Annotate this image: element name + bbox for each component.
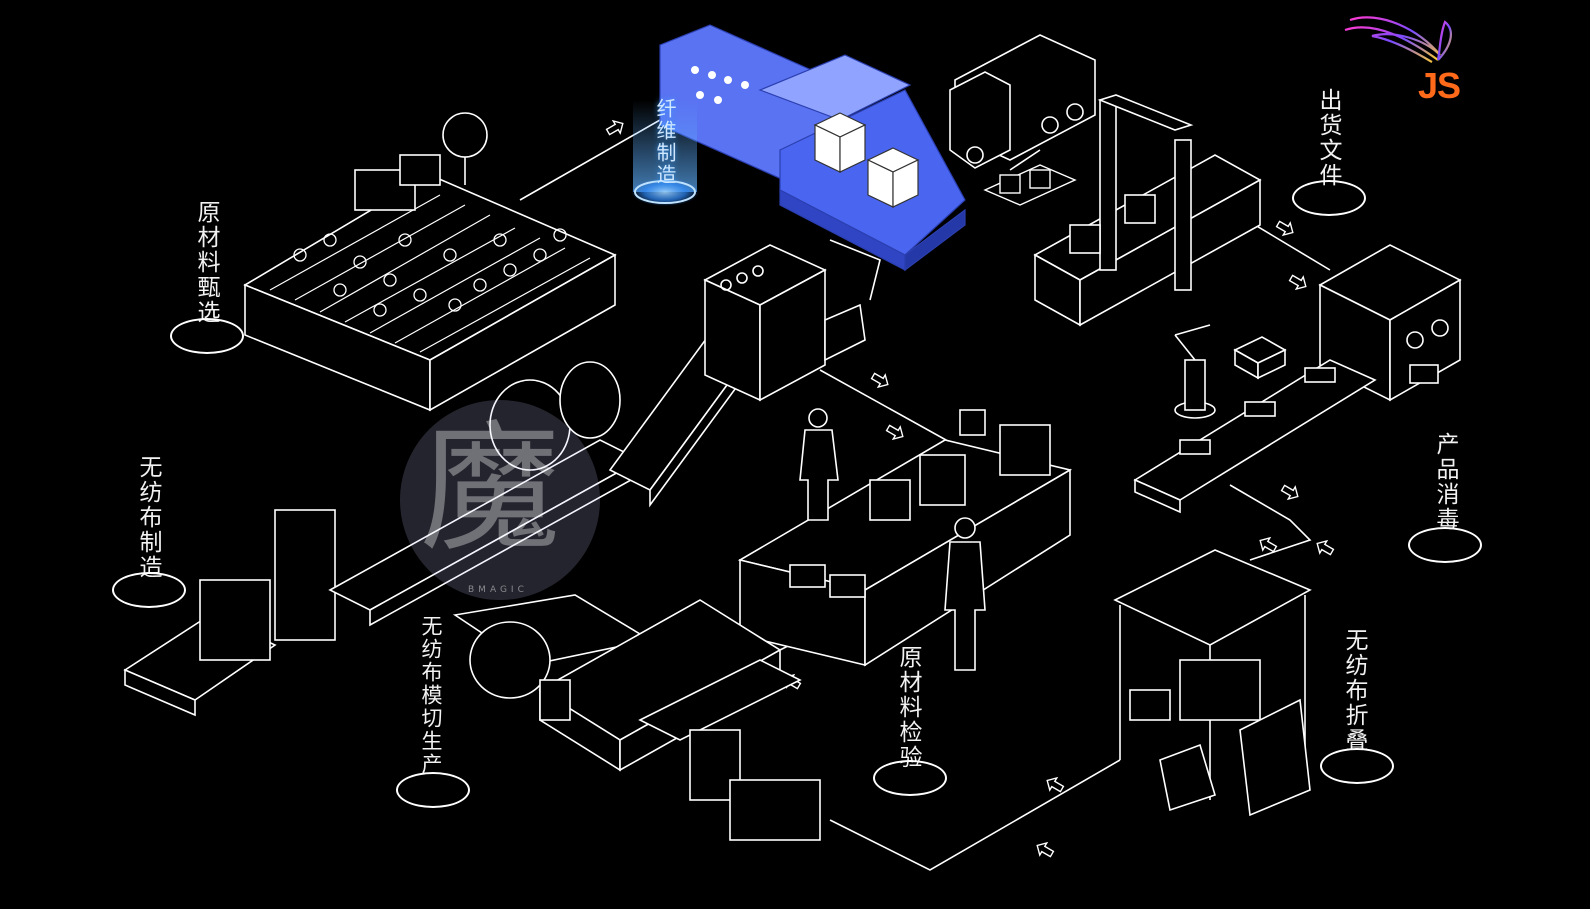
folding-machine [1113,549,1312,817]
person-icon [944,517,986,671]
truck-icon [949,34,1096,169]
watermark [400,400,600,600]
logo-text: JS [1418,65,1461,106]
stage-marker-ring [112,572,186,608]
stage-label-nonwoven-folding: 无纺布折叠 [1341,628,1367,753]
lab-bench [737,409,1073,667]
stage-label-raw-material-inspection: 原材料检验 [895,645,921,770]
stage-marker-ring [1408,527,1482,563]
die-cutting-line [452,594,821,841]
flow-arrow-icon [1046,776,1065,793]
stage-marker-ring [873,760,947,796]
plant-icons [293,228,567,317]
stage-label-nonwoven-manufacturing: 无纺布制造 [135,455,161,580]
flow-arrow-icon [1280,484,1299,501]
stage-marker-ring [1292,180,1366,216]
person-icon [799,408,839,521]
stage-marker-ring [1320,748,1394,784]
watermark-glyph: 魔 [420,408,561,571]
flow-arrow-icon [1288,274,1307,291]
conveyor-icon [1133,359,1377,514]
control-cabinet [703,244,866,402]
stage-label-nonwoven-die-cutting: 无纺布模切生产 [419,615,443,776]
stage-label-shipping-documents: 出货文件 [1315,88,1341,188]
stage-label-product-disinfection: 产品消毒 [1432,432,1458,532]
flow-arrow-icon [1316,539,1335,556]
stage-marker-ring [396,772,470,808]
flow-arrow-icon [870,372,889,389]
pallet-boxes [983,164,1077,206]
flow-arrow-icon [1259,536,1278,553]
tree-icon [442,112,488,185]
fiber-machine [659,24,966,272]
harvester-icon [354,154,441,211]
fiber-glow-marker [631,100,699,206]
stage-label-fiber-manufacturing: 纤维制造 [653,98,677,186]
watermark-subtitle: BMAGIC [468,585,528,595]
stage-marker-ring [170,318,244,354]
stage-label-raw-material-screening: 原材料甄选 [193,200,219,325]
logo-swirl-icon [1344,16,1452,63]
flow-arrow-icon [605,119,624,136]
package-box-icon [813,112,920,208]
crop-field-platform [243,112,617,412]
flow-arrow-icon [885,424,904,441]
flow-arrow-icon [1036,841,1055,858]
robot-arm-icon [1174,324,1287,419]
packing-machine [1033,94,1262,327]
flow-arrow-icon [1275,220,1294,237]
